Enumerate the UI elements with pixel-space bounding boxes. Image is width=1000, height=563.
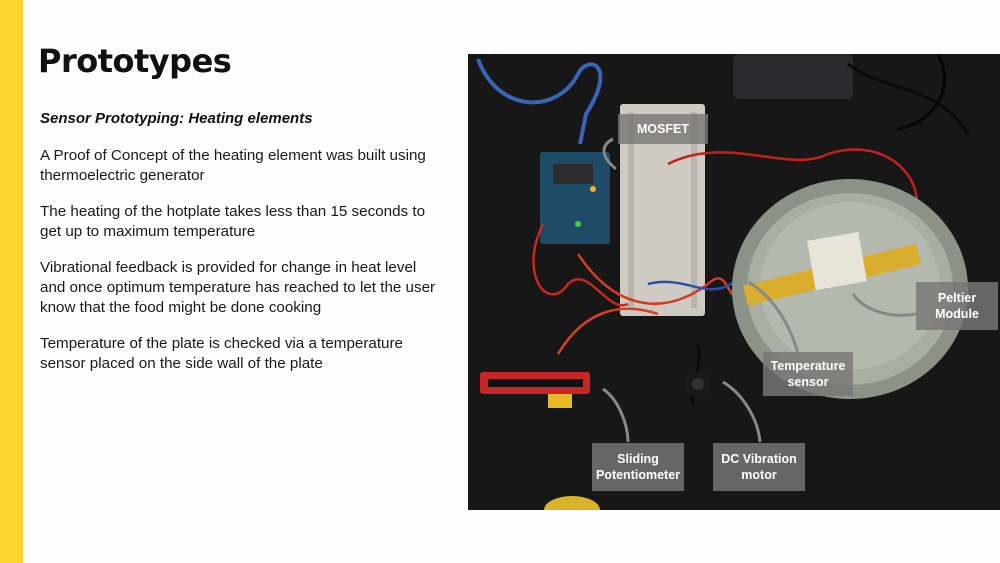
section-subtitle: Sensor Prototyping: Heating elements <box>40 110 313 127</box>
page-title: Prototypes <box>38 42 232 80</box>
callout-dc-vibration-motor: DC Vibration motor <box>713 443 805 491</box>
callout-peltier-module: Peltier Module <box>916 282 998 330</box>
paragraph-heating-time: The heating of the hotplate takes less t… <box>40 203 426 240</box>
paragraph-temperature-check: Temperature of the plate is checked via … <box>40 335 404 372</box>
paragraph-vibrational-feedback: Vibrational feedback is provided for cha… <box>40 259 436 316</box>
callout-sliding-potentiometer: Sliding Potentiometer <box>592 443 684 491</box>
prototype-illustration <box>468 54 1000 510</box>
callout-mosfet: MOSFET <box>618 114 708 144</box>
prototype-photo: MOSFET Peltier Module Temperature sensor… <box>468 54 1000 510</box>
paragraph-proof-of-concept: A Proof of Concept of the heating elemen… <box>40 147 426 184</box>
accent-bar <box>0 0 23 563</box>
callout-temperature-sensor: Temperature sensor <box>763 352 853 396</box>
